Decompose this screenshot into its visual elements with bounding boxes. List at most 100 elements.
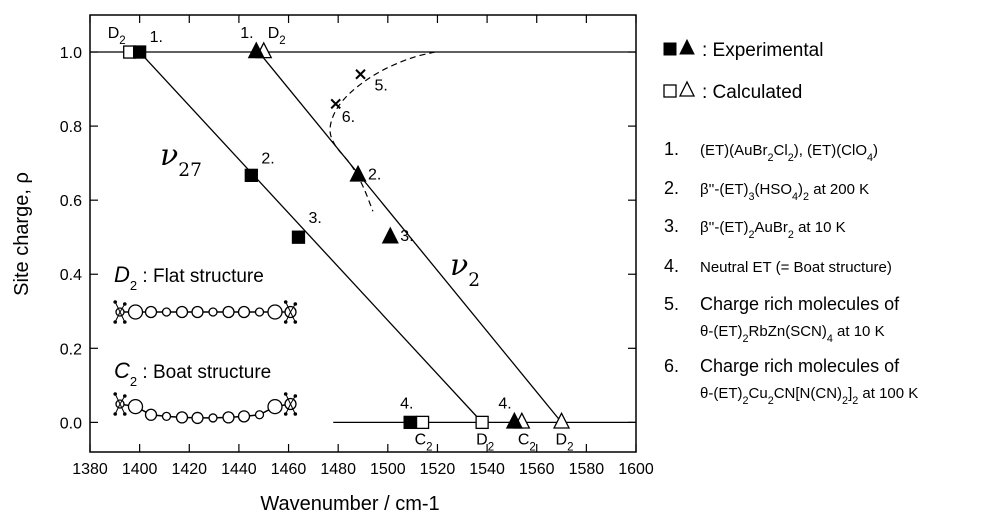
text-run: at 10 K [833, 323, 885, 340]
molecule-atom [267, 304, 283, 320]
molecule-hydrogen [293, 412, 298, 416]
text-run: C [518, 431, 530, 448]
molecule-hydrogen-bond [285, 311, 291, 323]
series-label: ν27 [160, 138, 202, 181]
molecule-hydrogen [113, 412, 117, 416]
experimental-point-label: 3. [308, 210, 321, 227]
calculated-point-label: D2 [268, 25, 286, 47]
text-run: CN[N(CN) [774, 385, 842, 402]
molecule-atom [127, 398, 144, 415]
molecule-hydrogen-bond [290, 403, 296, 415]
entry-number: 4. [664, 256, 679, 276]
charge-rich-point-label: 5. [375, 77, 388, 94]
molecule-hydrogen [283, 392, 288, 396]
charge-rich-cross-marker [355, 69, 366, 80]
text-run: 1. [150, 29, 163, 46]
molecule-hydrogen [113, 392, 117, 396]
text-run: RbZn(SCN) [749, 323, 827, 340]
molecule-hydrogen [123, 320, 127, 324]
subscript: 2 [852, 395, 858, 407]
subscript: 3 [749, 191, 755, 203]
text-run: ), (ET)(ClO [794, 142, 867, 159]
experimental-point-label: 2. [368, 166, 381, 183]
flat-molecule-icon [113, 300, 298, 324]
series-label-symbol: ν [160, 138, 178, 173]
calculated-point-label: D2 [556, 431, 574, 453]
experimental-point-label: 2. [261, 150, 274, 167]
sample-entries: 1.(ET)(AuBr2Cl2), (ET)(ClO4)2.β''-(ET)3(… [664, 139, 918, 407]
legend-calculated-label: : Calculated [702, 82, 802, 103]
x-tick-label: 1560 [519, 461, 555, 478]
entry-number: 1. [664, 139, 679, 159]
text-run: ) [798, 181, 803, 198]
x-tick-label: 1400 [122, 461, 158, 478]
molecule-atom [175, 411, 189, 424]
molecule-hydrogen [123, 394, 127, 398]
entry-number: 3. [664, 216, 679, 236]
experimental-point-label: 4. [498, 395, 511, 412]
text-run: at 200 K [809, 181, 869, 198]
legend-experimental-label: : Experimental [702, 40, 823, 61]
y-tick-label: 0.6 [60, 193, 82, 210]
series-label-subscript: 2 [468, 270, 480, 291]
molecule-hydrogen [123, 412, 127, 416]
entry-text: β''-(ET)3(HSO4)2 at 200 K [700, 181, 869, 203]
molecule-atom [254, 410, 265, 420]
text-run: at 100 K [858, 385, 918, 402]
series-label-subscript: 27 [178, 160, 202, 181]
experimental-point-label: 1. [240, 25, 253, 42]
y-tick-label: 0.8 [60, 119, 82, 136]
text-run: 5. [375, 77, 388, 94]
entry-text: β''-(ET)2AuBr2 at 10 K [700, 219, 846, 241]
legend-experimental-square-icon [663, 42, 677, 56]
x-tick-label: 1380 [72, 461, 108, 478]
text-run: Cu [749, 385, 768, 402]
entry-number: 6. [664, 356, 679, 376]
series-label-symbol: ν [450, 248, 468, 283]
text-run: D [476, 431, 488, 448]
text-run: β''-(ET) [700, 181, 749, 198]
subscript: 2 [803, 191, 809, 203]
subscript: 2 [842, 395, 848, 407]
molecule-hydrogen [293, 394, 298, 398]
entry-text-compound: θ-(ET)2Cu2CN[N(CN)2]2 at 100 K [700, 385, 918, 407]
charge-rich-cross-marker [330, 98, 341, 110]
molecule-atom [191, 411, 204, 425]
x-tick-label: 1500 [370, 461, 406, 478]
subscript: 2 [768, 152, 774, 164]
series-label: ν2 [450, 248, 480, 291]
text-run: Neutral ET (= Boat structure) [700, 259, 892, 276]
molecule-atom [267, 398, 283, 415]
subscript: 2 [567, 441, 573, 453]
structure-symbol: D [114, 262, 130, 287]
molecule-hydrogen-bond [114, 311, 121, 323]
molecule-hydrogen [293, 302, 298, 306]
calculated-triangle-marker [552, 411, 571, 429]
structure-label: D2 : Flat structure [114, 262, 264, 293]
y-tick-label: 0.0 [60, 415, 82, 432]
molecule-hydrogen-bond [285, 301, 291, 313]
y-axis-label: Site charge, ρ [11, 172, 33, 296]
calculated-square-marker [475, 415, 489, 430]
molecule-atom [161, 307, 172, 317]
experimental-square-marker [132, 45, 147, 59]
text-run: 3. [400, 228, 413, 245]
experimental-triangle-marker [505, 411, 523, 429]
fit-line [139, 51, 483, 423]
molecule-hydrogen-bond [285, 393, 291, 405]
molecule-hydrogen [113, 320, 117, 324]
text-run: ] [848, 385, 852, 402]
calculated-point-label: D2 [108, 25, 126, 47]
molecule-hydrogen-bond [114, 301, 121, 313]
structure-text: : Flat structure [137, 266, 264, 287]
entry-text-compound: θ-(ET)2RbZn(SCN)4 at 10 K [700, 323, 885, 345]
molecule-hydrogen-bond [119, 403, 126, 415]
dashed-curve-path [329, 51, 436, 212]
entry-text: (ET)(AuBr2Cl2), (ET)(ClO4) [700, 142, 878, 164]
molecule-hydrogen [293, 320, 298, 324]
molecule-atom [191, 305, 204, 319]
molecule-atom [175, 305, 189, 319]
x-tick-label: 1480 [320, 461, 356, 478]
